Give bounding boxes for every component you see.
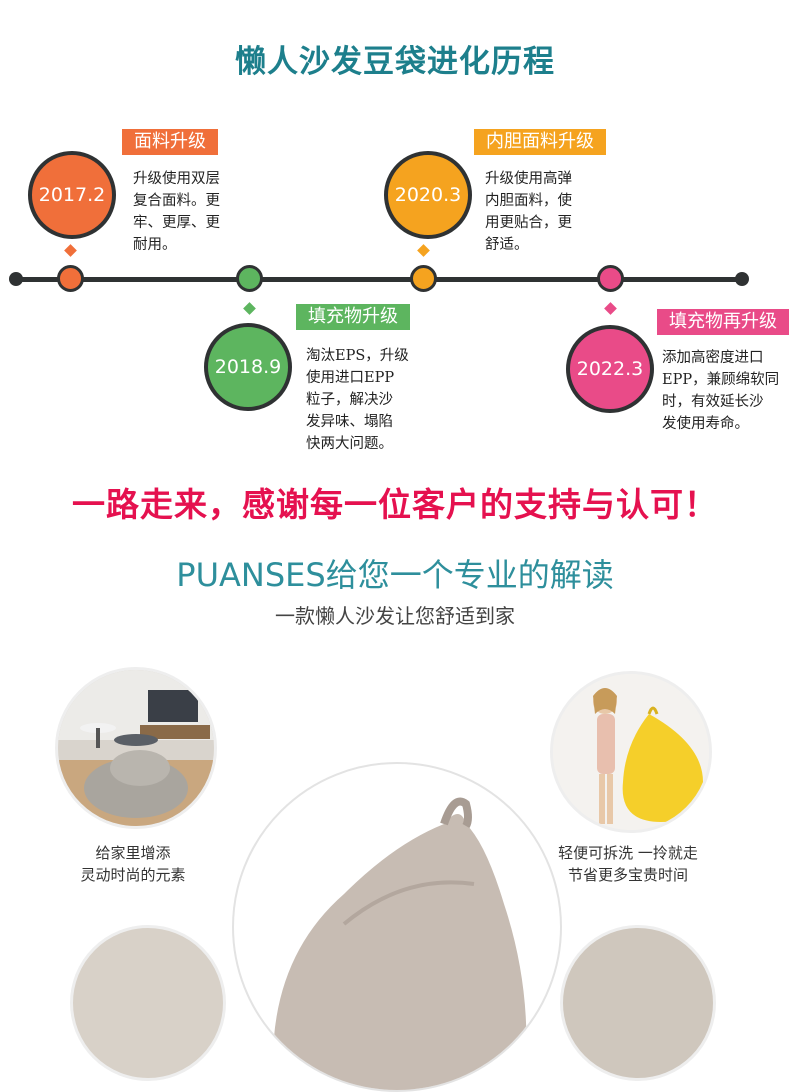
- timeline-connector-2017: [64, 244, 77, 257]
- event-desc-2018: 淘汰EPS，升级 使用进口EPP 粒子，解决沙 发异味、塌陷 快两大问题。: [306, 345, 426, 455]
- timeline-end-dot: [735, 272, 749, 286]
- desc-line: 升级使用双层: [133, 171, 220, 187]
- caption-line: 灵动时尚的元素: [80, 866, 186, 884]
- event-date-2018: 2018.9: [204, 323, 292, 411]
- living-room-illustration: [58, 670, 214, 826]
- event-label-filling-plus: 填充物再升级: [657, 309, 789, 335]
- timeline-start-dot: [9, 272, 23, 286]
- page-title: 懒人沙发豆袋进化历程: [235, 44, 555, 80]
- product-photo: [232, 762, 562, 1092]
- timeline-connector-2022: [604, 302, 617, 315]
- timeline-axis: [16, 277, 742, 282]
- event-label-fabric: 面料升级: [122, 129, 218, 155]
- event-desc-2017: 升级使用双层 复合面料。更 牢、更厚、更 耐用。: [133, 168, 245, 256]
- living-room-photo: [55, 667, 217, 829]
- event-date-2022: 2022.3: [566, 325, 654, 413]
- desc-line: 用更贴合，更: [485, 215, 572, 231]
- timeline-node-2022: [597, 265, 624, 292]
- timeline-node-2020: [410, 265, 437, 292]
- desc-line: 发使用寿命。: [662, 416, 749, 432]
- desc-line: 发异味、塌陷: [306, 414, 393, 430]
- bottom-right-photo: [560, 925, 716, 1081]
- section-subtitle: 一款懒人沙发让您舒适到家: [275, 604, 515, 628]
- desc-line: 升级使用高弹: [485, 171, 572, 187]
- desc-line: 快两大问题。: [306, 436, 393, 452]
- desc-line: 舒适。: [485, 237, 529, 253]
- caption-line: 轻便可拆洗 一拎就走: [558, 844, 698, 862]
- desc-line: EPP，兼顾绵软同: [662, 372, 780, 388]
- desc-line: 粒子，解决沙: [306, 392, 393, 408]
- bean-bag-illustration: [272, 797, 527, 1090]
- event-date-2017: 2017.2: [28, 151, 116, 239]
- section-title: PUANSES给您一个专业的解读: [176, 556, 614, 594]
- carrying-illustration: [553, 674, 709, 830]
- feature-caption-right: 轻便可拆洗 一拎就走 节省更多宝贵时间: [540, 842, 716, 886]
- desc-line: 淘汰EPS，升级: [306, 348, 409, 364]
- desc-line: 牢、更厚、更: [133, 215, 220, 231]
- bottom-left-photo: [70, 925, 226, 1081]
- desc-line: 添加高密度进口: [662, 350, 764, 366]
- desc-line: 使用进口EPP: [306, 370, 395, 386]
- timeline-connector-2018: [243, 302, 256, 315]
- event-label-filling: 填充物升级: [296, 304, 410, 330]
- event-label-liner: 内胆面料升级: [474, 129, 606, 155]
- desc-line: 复合面料。更: [133, 193, 220, 209]
- event-desc-2022: 添加高密度进口 EPP，兼顾绵软同 时，有效延长沙 发使用寿命。: [662, 347, 788, 435]
- caption-line: 节省更多宝贵时间: [567, 866, 688, 884]
- desc-line: 耐用。: [133, 237, 177, 253]
- caption-line: 给家里增添: [95, 844, 171, 862]
- timeline-connector-2020: [417, 244, 430, 257]
- timeline-node-2018: [236, 265, 263, 292]
- desc-line: 时，有效延长沙: [662, 394, 764, 410]
- timeline-node-2017: [57, 265, 84, 292]
- event-date-2020: 2020.3: [384, 151, 472, 239]
- thanks-banner: 一路走来，感谢每一位客户的支持与认可！: [72, 485, 718, 524]
- carrying-photo: [550, 671, 712, 833]
- feature-caption-left: 给家里增添 灵动时尚的元素: [50, 842, 216, 886]
- event-desc-2020: 升级使用高弹 内胆面料，使 用更贴合，更 舒适。: [485, 168, 597, 256]
- desc-line: 内胆面料，使: [485, 193, 572, 209]
